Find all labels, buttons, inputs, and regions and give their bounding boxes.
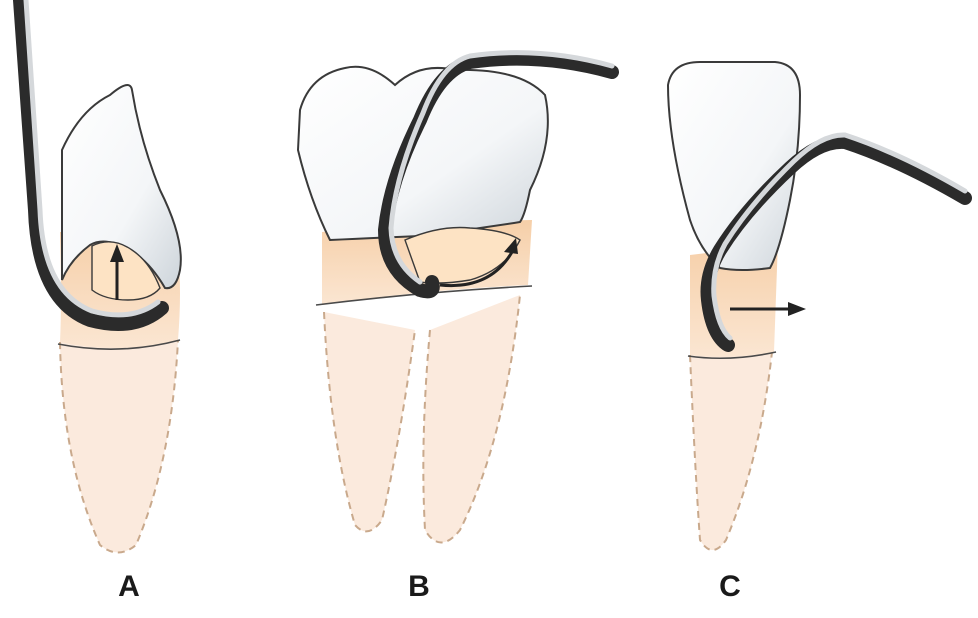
tooth-b-crown [298,67,548,240]
tooth-a-root [60,340,178,553]
tooth-b-root-mesial [324,312,415,531]
panel-label-a: A [99,570,159,604]
panel-a [20,0,181,553]
panel-label-b: B [389,570,449,604]
panel-label-c: C [700,570,760,604]
panel-b [298,53,612,543]
arrow-c-head [788,302,806,316]
panel-c [668,62,965,550]
tooth-b-root-distal [423,295,520,543]
tooth-c-root [690,352,772,550]
